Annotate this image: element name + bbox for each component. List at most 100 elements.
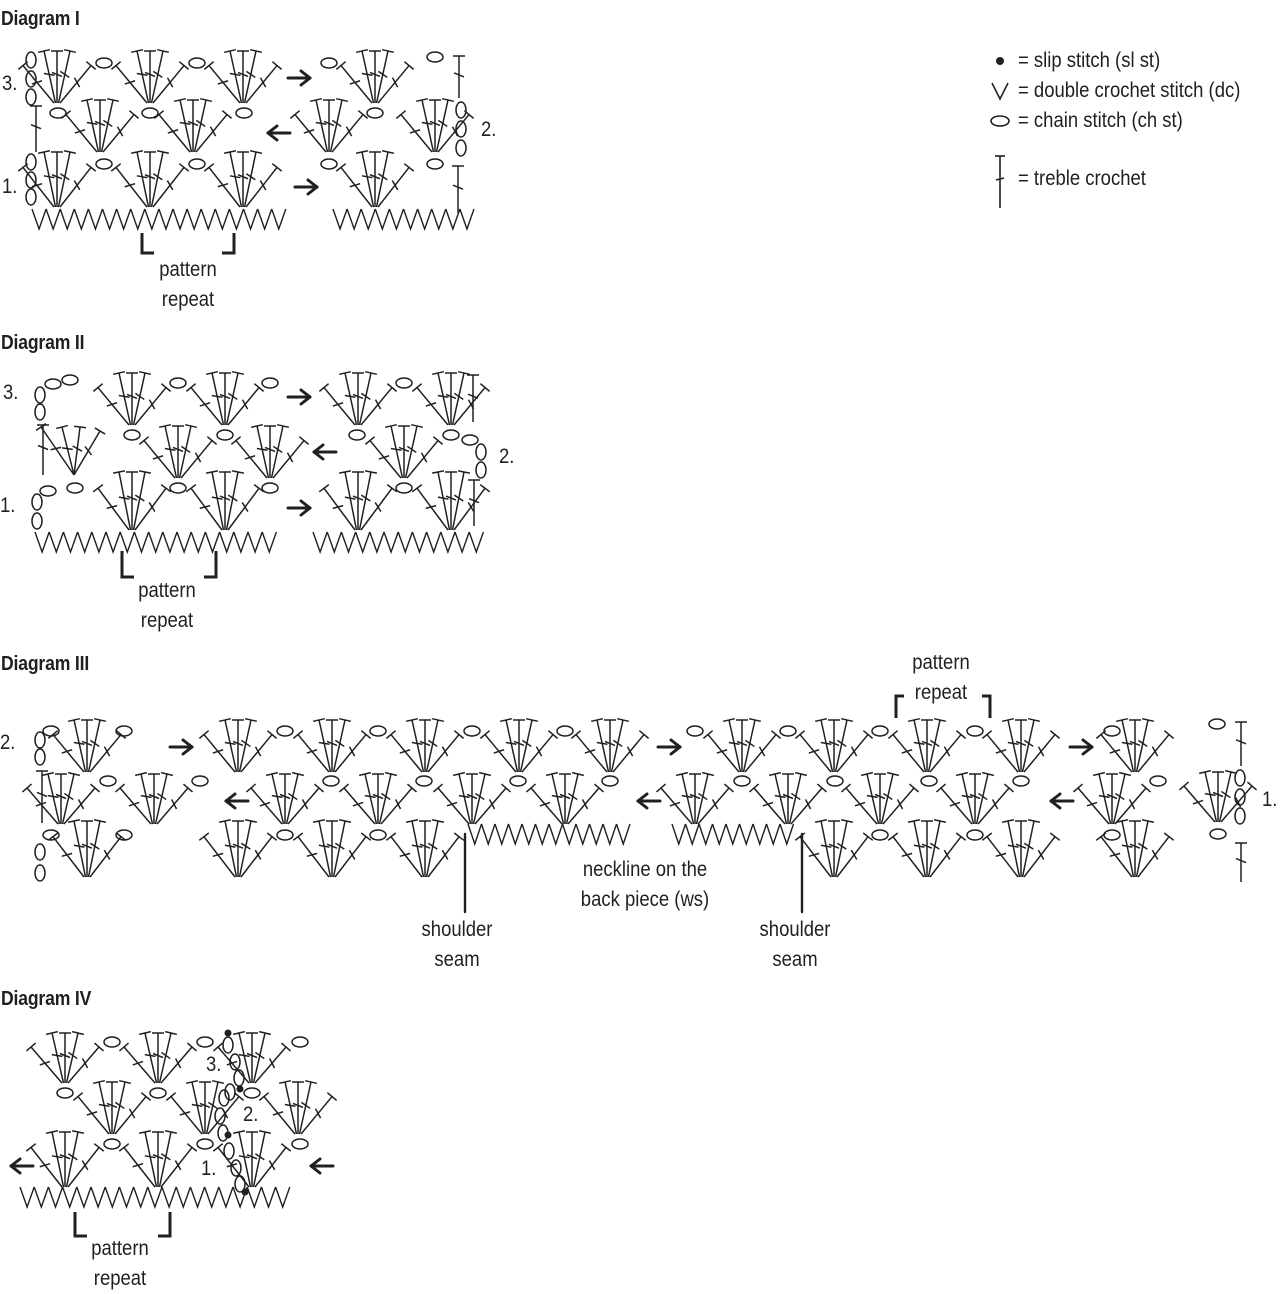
pattern-repeat-bracket <box>158 1212 172 1238</box>
pattern-repeat-bracket <box>982 694 992 718</box>
treble-crochet-icon <box>318 484 356 531</box>
treble-crochet-icon <box>232 719 244 772</box>
treble-crochet-icon <box>118 1042 156 1084</box>
double-crochet-icon <box>271 208 287 232</box>
treble-crochet-icon <box>225 470 245 531</box>
chain-stitch-icon <box>31 512 43 530</box>
chain-stitch-icon <box>426 158 444 170</box>
treble-crochet-icon <box>431 370 451 426</box>
treble-crochet-icon <box>112 1079 132 1135</box>
treble-crochet-icon <box>160 1042 198 1084</box>
double-crochet-icon <box>534 823 550 847</box>
chain-stitch-icon <box>966 725 984 737</box>
chain-stitch-icon <box>66 482 84 494</box>
treble-crochet-icon <box>63 783 101 825</box>
treble-crochet-icon <box>828 719 840 772</box>
treble-crochet-icon <box>432 783 470 825</box>
chain-stitch-icon <box>25 188 37 206</box>
chain-stitch-icon <box>463 725 481 737</box>
double-crochet-icon <box>115 208 132 232</box>
treble-crochet-icon <box>180 436 218 479</box>
treble-crochet-icon <box>338 370 358 426</box>
treble-crochet-icon <box>1072 783 1110 825</box>
treble-crochet-icon <box>1015 719 1027 772</box>
treble-crochet-icon <box>1220 781 1258 823</box>
chain-stitch-icon <box>141 107 159 119</box>
treble-crochet-icon <box>55 424 75 476</box>
treble-crochet-icon <box>110 163 148 208</box>
chain-stitch-icon <box>966 829 984 841</box>
chain-stitch-icon <box>25 171 37 189</box>
double-crochet-icon <box>312 531 328 555</box>
treble-crochet-icon <box>312 819 332 878</box>
treble-crochet-icon <box>232 820 244 877</box>
row-number-3: 3. <box>2 72 18 95</box>
treble-crochet-icon <box>468 479 480 526</box>
treble-crochet-icon <box>126 372 138 425</box>
double-crochet-icon <box>101 208 118 232</box>
legend-item-treble-crochet: = treble crochet <box>988 150 1163 210</box>
double-crochet-icon <box>162 531 178 555</box>
treble-crochet-icon <box>254 1143 292 1188</box>
double-crochet-icon <box>480 823 496 847</box>
arrow-right-icon <box>293 178 319 196</box>
chain-stitch-icon <box>42 829 60 841</box>
double-crochet-icon <box>48 531 65 555</box>
chain-stitch-icon <box>42 725 60 737</box>
treble-crochet-icon <box>132 370 152 426</box>
arrow-left-icon <box>312 443 338 461</box>
chain-stitch-icon <box>461 434 479 446</box>
double-crochet-icon <box>521 823 537 847</box>
treble-crochet-icon <box>834 717 854 773</box>
chain-stitch-icon <box>115 829 133 841</box>
double-crochet-icon <box>203 1186 220 1210</box>
double-crochet-icon <box>354 531 371 555</box>
double-crochet-icon <box>91 531 107 555</box>
double-crochet-icon <box>233 531 249 555</box>
treble-crochet-icon <box>398 425 410 478</box>
double-crochet-icon <box>132 1186 149 1210</box>
treble-crochet-icon <box>150 150 170 208</box>
treble-crochet-icon <box>89 730 127 773</box>
chain-stitch-icon <box>320 57 338 69</box>
double-crochet-icon <box>204 531 221 555</box>
treble-crochet-icon <box>238 819 258 878</box>
chain-stitch-icon <box>369 829 387 841</box>
double-crochet-icon <box>218 1186 234 1210</box>
treble-crochet-icon <box>252 1130 272 1188</box>
treble-crochet-icon <box>240 730 278 773</box>
treble-crochet-icon <box>788 771 808 825</box>
treble-crochet-icon <box>59 1131 71 1187</box>
treble-crochet-icon <box>237 50 249 103</box>
diagram-4-title: Diagram IV <box>1 988 92 1010</box>
treble-crochet-icon <box>243 150 263 208</box>
treble-crochet-icon <box>927 819 947 878</box>
treble-crochet-icon <box>675 771 695 825</box>
double-crochet-icon <box>548 823 564 847</box>
double-crochet-icon <box>133 531 150 555</box>
legend-text: = chain stitch (ch st) <box>1018 109 1183 132</box>
treble-crochet-icon <box>559 773 571 824</box>
legend-text: = treble crochet <box>1018 167 1146 190</box>
treble-crochet-icon <box>59 163 97 208</box>
treble-crochet-icon <box>331 110 369 153</box>
treble-crochet-icon <box>237 151 249 207</box>
treble-crochet-icon <box>352 471 364 530</box>
treble-crochet-icon <box>285 771 305 825</box>
treble-crochet-icon <box>148 773 160 824</box>
treble-crochet-icon <box>1021 819 1041 878</box>
treble-crochet-icon <box>100 97 120 153</box>
chain-stitch-icon <box>39 485 57 497</box>
treble-crochet-icon <box>37 150 57 208</box>
chain-stitch-icon <box>1234 807 1246 825</box>
double-crochet-icon <box>144 208 160 232</box>
chain-stitch-icon <box>44 378 62 390</box>
double-crochet-icon <box>33 1186 50 1210</box>
treble-crochet-icon <box>254 1042 292 1084</box>
double-crochet-icon <box>615 823 631 847</box>
double-crochet-icon <box>738 823 754 847</box>
treble-crochet-icon <box>67 1143 105 1188</box>
double-crochet-icon <box>76 531 93 555</box>
treble-crochet-icon <box>335 163 373 208</box>
arrow-right-icon <box>1068 738 1094 756</box>
